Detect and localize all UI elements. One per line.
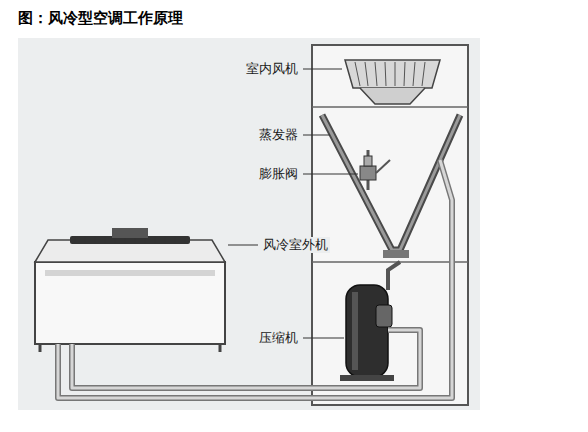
part-label: 蒸发器	[257, 127, 300, 143]
part-label: 压缩机	[257, 330, 300, 346]
indoor-cabinet	[312, 45, 468, 405]
part-label: 膨胀阀	[257, 166, 300, 182]
figure-title: 图：风冷型空调工作原理	[18, 10, 183, 26]
evaporator-coil	[322, 115, 460, 258]
background-panel	[18, 38, 480, 410]
leader-line	[228, 69, 358, 338]
cabinet-shelf	[312, 261, 468, 263]
cabinet-divider	[312, 106, 468, 108]
part-label: 风冷室外机	[261, 237, 330, 253]
indoor-fan	[345, 60, 440, 104]
compressor	[340, 262, 400, 381]
expansion-valve	[360, 150, 390, 190]
refrigerant-pipe	[58, 160, 452, 398]
outdoor-unit	[35, 228, 225, 352]
part-label: 室内风机	[244, 61, 300, 77]
